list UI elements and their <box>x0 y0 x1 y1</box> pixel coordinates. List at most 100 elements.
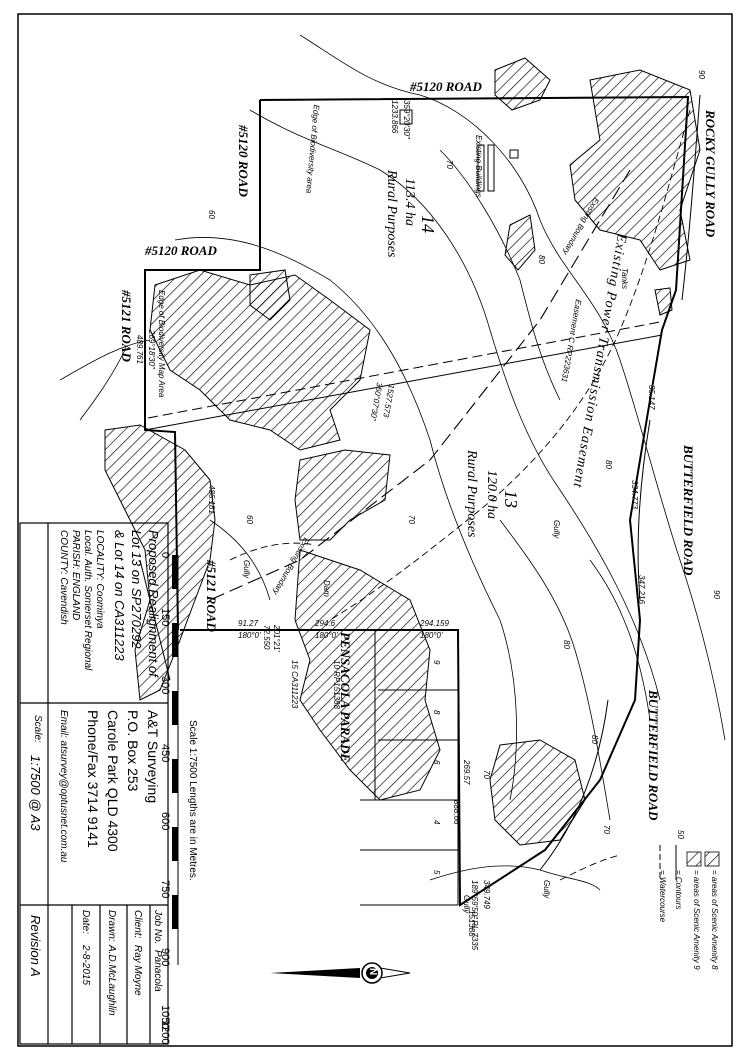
lot-ref: 8 <box>432 710 441 715</box>
legend-scenic-8: = areas of Scenic Amenity 8 <box>710 870 719 970</box>
job-no-label: Job No. <box>152 910 163 945</box>
edge-biodiversity-left: Edge of Biodiversity Map Area <box>157 290 166 398</box>
lot-ref: 6 <box>432 760 441 765</box>
north-arrow-icon <box>270 962 411 984</box>
road-label-5120-mid: #5120 ROAD <box>145 243 217 258</box>
legend-contours: = Contours <box>674 870 683 910</box>
dimension-length: 349.749 <box>482 880 491 909</box>
road-label-5120-top: #5120 ROAD <box>410 79 482 94</box>
north-label: N <box>367 968 378 976</box>
lot-ref: 9 <box>432 660 441 665</box>
parish: PARISH: ENGLAND <box>70 530 81 621</box>
contour-label: 70 <box>445 160 454 169</box>
plan-title-line-2: Lot 13 on SP270292 <box>129 530 144 649</box>
dimension-length: 347.216 <box>637 575 646 604</box>
scale-bar <box>172 555 179 965</box>
revision: Revision A <box>28 915 43 977</box>
scale-tick: 600 <box>159 812 171 831</box>
company-line-3: Carole Park QLD 4300 <box>105 710 121 852</box>
contour-label: 60 <box>245 515 254 524</box>
dimension-length: 72.550 <box>262 625 271 650</box>
legend-watercourse: = Watercourse <box>658 870 667 923</box>
road-label-5120-left: #5120 ROAD <box>236 125 251 197</box>
dimension-length: 334.773 <box>630 480 639 509</box>
existing-boundary <box>209 169 631 601</box>
dimension-length: 91.27 <box>238 619 259 628</box>
contour-label: 80 <box>562 640 571 649</box>
title-block-frame <box>19 522 169 1045</box>
lot-14-number: 14 <box>418 215 438 233</box>
dimension-length: 269.57 <box>462 760 471 785</box>
lot-ref: 5 <box>432 870 441 875</box>
plan-title-line-1: Proposed Realignment of <box>146 530 161 677</box>
job-no-value: Panacola <box>152 950 163 992</box>
contour-label: 80 <box>537 255 546 264</box>
existing-buildings-label: Existing Buildings <box>474 135 483 198</box>
lot-ref: 151388 <box>467 910 476 937</box>
dimension-bearing: 201°21' <box>272 625 281 652</box>
scale-caption: Scale 1:7500 Lengths are in Metres. <box>187 720 198 881</box>
gully-label-3: Gully <box>242 560 251 579</box>
legend-scenic-9: = areas of Scenic Amenity 9 <box>692 870 701 970</box>
company-line-2: P.O. Box 253 <box>125 710 141 792</box>
contour-label: 90 <box>697 70 706 79</box>
date-value: 2-8-2015 <box>80 945 91 986</box>
scale-tick: 1200 <box>159 1020 171 1045</box>
road-label-rocky-gully: ROCKY GULLY ROAD <box>703 110 718 238</box>
drawn-label: Drawn: <box>106 910 117 942</box>
company-line-1: A&T Surveying <box>145 710 161 804</box>
local-authority: Local. Auth. Somerset Regional <box>82 530 93 671</box>
dam-label: Dam <box>322 580 331 597</box>
road-label-butterfield-2: BUTTERFIELD ROAD <box>646 690 661 821</box>
dimension-length: 1233.866 <box>390 100 399 134</box>
dimension-bearing: 180°0' <box>420 631 443 640</box>
dimension-length: 294.6 <box>315 619 336 628</box>
dimension-bearing: 180°0' <box>315 631 338 640</box>
legend-symbols <box>659 845 720 880</box>
scale-label: Scale: <box>32 715 43 743</box>
lot-13-area: 120.0 ha <box>484 470 499 519</box>
road-label-5121-bottom: #5121 ROAD <box>204 560 219 632</box>
tanks-label: Tanks <box>620 268 629 290</box>
company-line-4: Phone/Fax 3714 9141 <box>85 710 101 848</box>
contour-label: 70 <box>407 515 416 524</box>
contour-label: 80 <box>604 460 613 469</box>
contour-label: 80 <box>590 735 599 744</box>
plan-title-line-3: & Lot 14 on CA311223 <box>112 530 127 661</box>
contour-label: 60 <box>207 210 216 219</box>
scale-tick: 750 <box>159 880 171 899</box>
road-label-butterfield-1: BUTTERFIELD ROAD <box>681 445 696 576</box>
company-email: Email: atsurvey@optusnet.com.au <box>58 710 69 863</box>
dimension-length: 294.159 <box>420 619 449 628</box>
client-value: Ray Moyne <box>132 945 143 996</box>
road-label-5121-left: #5121 ROAD <box>119 290 134 362</box>
dimension-length: 489.761 <box>135 335 144 364</box>
dimension-length: 888.66 <box>452 800 461 825</box>
drawn-value: A.D.McLaughlin <box>106 945 117 1016</box>
scale-tick: 300 <box>159 676 171 695</box>
lot-ref: 4 <box>432 820 441 825</box>
dimension-length: 35.147 <box>647 385 656 410</box>
dimension-bearing: 180°0' <box>238 631 261 640</box>
lot-14-area: 113.4 ha <box>402 178 417 226</box>
lot-boundaries <box>144 95 690 907</box>
gully-label-1: Gully <box>552 520 561 539</box>
county: COUNTY: Cavendish <box>58 530 69 625</box>
dimension-bearing: 269°18'30" <box>147 330 156 369</box>
lot-ref: 10 RP151388 <box>332 660 341 709</box>
contour-label: 70 <box>602 825 611 834</box>
lot-14-use: Rural Purposes <box>384 170 399 258</box>
lot-ref: 15 CA311223 <box>290 660 299 709</box>
road-edges <box>139 94 701 871</box>
gully-label-2: Gully <box>542 880 551 899</box>
scale-value: 1:7500 @ A3 <box>28 755 43 831</box>
contour-label: 90 <box>712 590 721 599</box>
dimension-bearing: 359°20'30" <box>402 100 411 139</box>
date-label: Date: <box>80 910 91 934</box>
contour-lines <box>59 34 726 891</box>
legend-contour-sample: 50 <box>676 830 685 839</box>
page-frame <box>17 13 733 1047</box>
locality: LOCALITY: Coominya <box>94 530 105 629</box>
lot-13-number: 13 <box>501 490 521 508</box>
